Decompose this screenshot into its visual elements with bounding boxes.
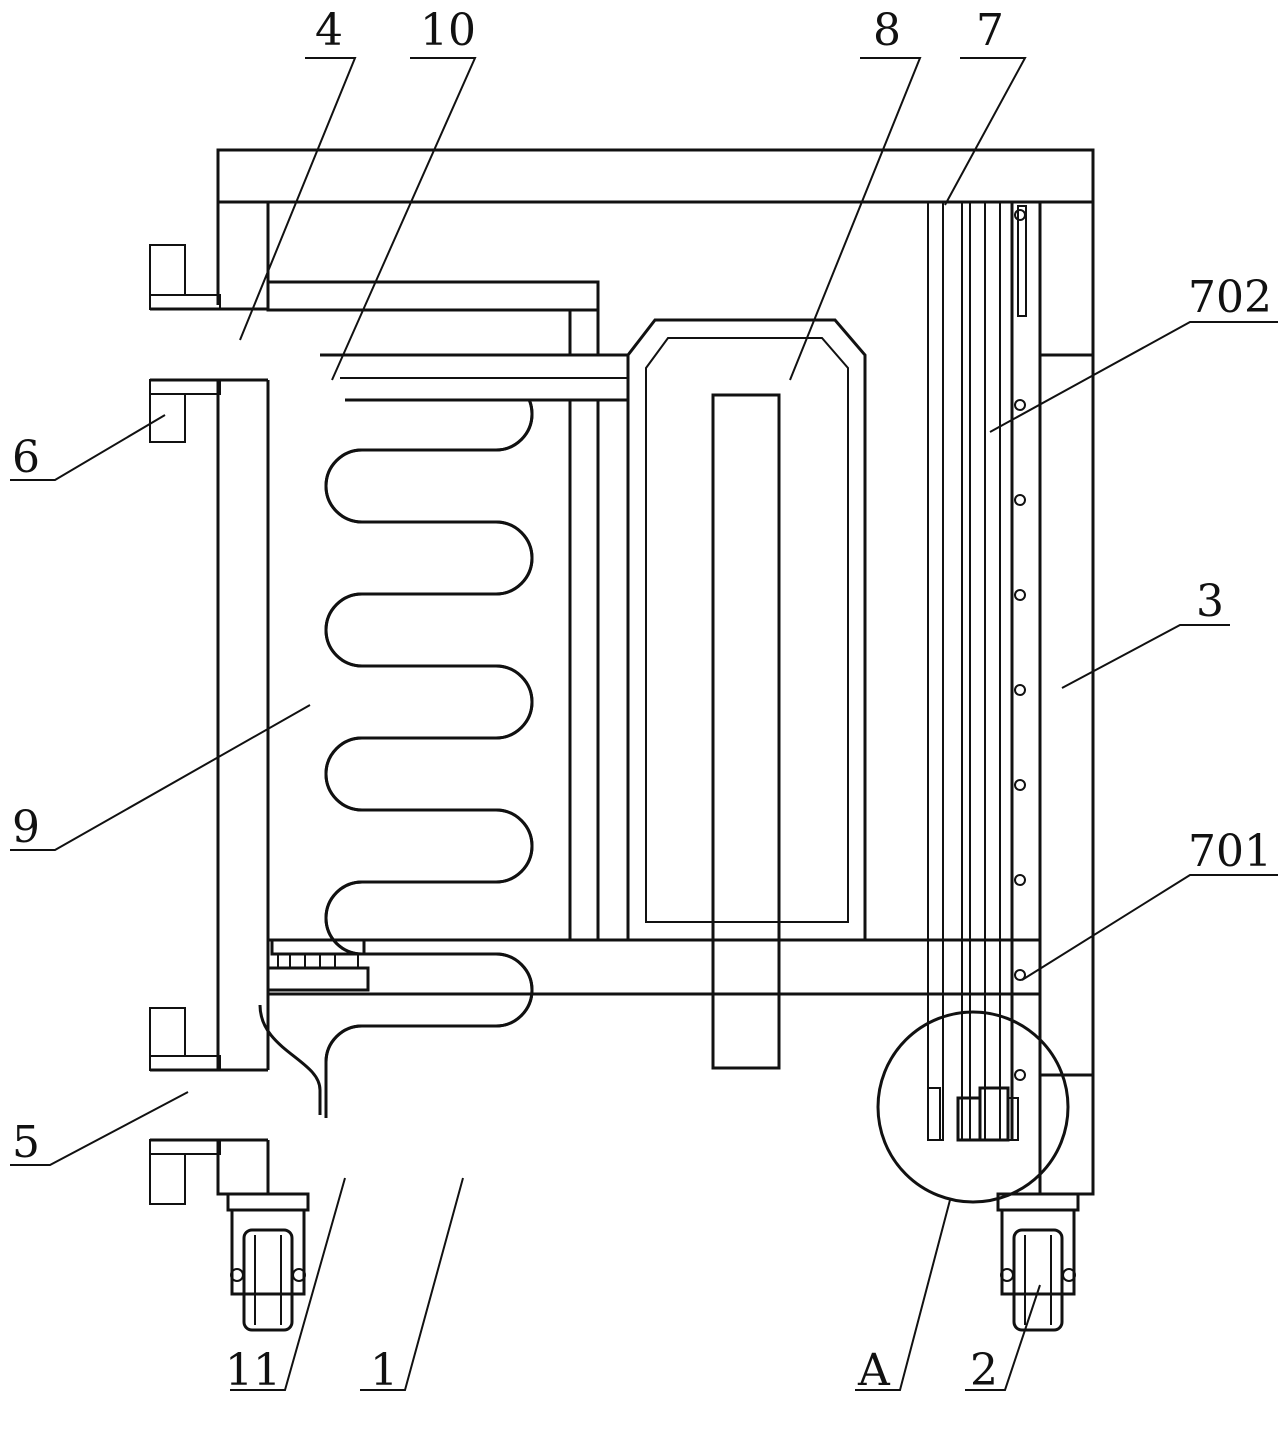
flange-upper-bottom	[149, 393, 186, 443]
label-8: 8	[873, 5, 901, 56]
heater-box	[626, 318, 867, 1070]
nozzles	[1014, 209, 1026, 1081]
label-6: 6	[12, 432, 40, 483]
label-7: 7	[976, 5, 1004, 56]
serpentine-coil	[258, 353, 628, 1118]
labels: 4 10 8 7 702 3 701 6 9 5 11 1 A 2	[12, 5, 1272, 1396]
flange-lower-bottom	[149, 1153, 186, 1205]
rack	[927, 201, 944, 1141]
pump	[266, 938, 370, 992]
lower-port	[149, 1007, 270, 1205]
label-3: 3	[1196, 576, 1224, 627]
label-11: 11	[225, 1345, 281, 1396]
rail	[1017, 205, 1027, 317]
flange-lower-top	[149, 1007, 186, 1057]
label-a: A	[857, 1345, 891, 1396]
label-4: 4	[315, 5, 343, 56]
label-702: 702	[1188, 272, 1272, 323]
label-5: 5	[12, 1117, 40, 1168]
mesh-panel	[1038, 353, 1095, 1077]
label-701: 701	[1188, 826, 1272, 877]
flange-upper-top	[149, 244, 186, 296]
caster-left	[226, 1192, 310, 1332]
leader-lines	[10, 57, 1278, 1391]
top-wall	[216, 148, 1095, 204]
heating-element	[711, 393, 781, 1070]
label-1: 1	[370, 1345, 398, 1396]
detail-a-circle	[876, 1010, 1070, 1204]
label-2: 2	[970, 1345, 998, 1396]
rack-assembly	[876, 201, 1070, 1204]
upper-port	[149, 244, 270, 443]
caster-right	[996, 1192, 1080, 1332]
inner-chamber	[266, 280, 600, 942]
bottom-wall	[266, 938, 1042, 996]
label-10: 10	[420, 5, 476, 56]
right-wall	[1038, 200, 1095, 1196]
label-9: 9	[12, 802, 40, 853]
